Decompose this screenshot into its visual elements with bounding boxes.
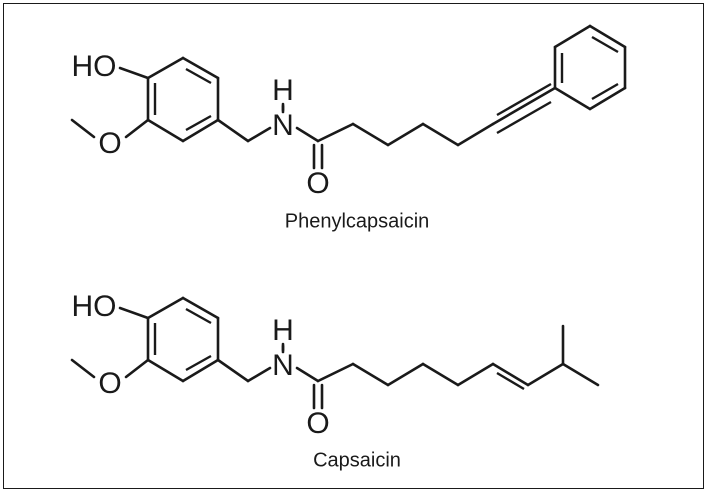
vanillyl-ring bbox=[146, 56, 220, 143]
chain-bond-1 bbox=[316, 362, 355, 383]
alkyne-line-lower bbox=[496, 100, 552, 135]
methoxy-methyl-bond bbox=[70, 118, 96, 139]
ring-bond-1 bbox=[146, 296, 185, 320]
methoxy-methyl-bond bbox=[70, 358, 96, 379]
ring-bond-4 bbox=[181, 118, 220, 143]
amide-hydrogen-label: H bbox=[272, 314, 294, 347]
carbonyl-oxygen-label: O bbox=[306, 167, 329, 200]
phenyl-bond-3 bbox=[588, 24, 627, 49]
chain-bond-1 bbox=[316, 122, 355, 143]
chain-bond-2 bbox=[351, 122, 390, 147]
chain-bond-4 bbox=[421, 122, 460, 147]
phenyl-aromatic-line-top-right bbox=[591, 35, 619, 54]
phenyl-bond-2 bbox=[553, 24, 592, 49]
benzyl-to-nitrogen-bond bbox=[246, 126, 272, 143]
hydroxyl-label: HO bbox=[72, 290, 117, 323]
ring-bond-4 bbox=[181, 358, 220, 383]
chain-bond-4 bbox=[421, 362, 460, 387]
alkyne-triple-bond bbox=[491, 82, 557, 135]
alkene-line-outer bbox=[491, 362, 530, 387]
chain-bond-3 bbox=[386, 362, 425, 387]
amide-hydrogen-label: H bbox=[272, 74, 294, 107]
terminal-phenyl-ring bbox=[553, 24, 627, 111]
chain-bond-5 bbox=[456, 122, 495, 147]
amide-nitrogen-label: N bbox=[272, 349, 294, 382]
phenyl-bond-6 bbox=[553, 86, 592, 111]
hydroxyl-bond bbox=[118, 306, 150, 320]
methoxy-ring-bond bbox=[124, 118, 150, 139]
ring-bond-5 bbox=[146, 118, 185, 143]
ring-bond-5 bbox=[146, 358, 185, 383]
benzylic-bond bbox=[216, 118, 250, 143]
structure-phenylcapsaicin: HO O N H O Phenylcapsaicin bbox=[70, 24, 627, 232]
alkyne-line-center bbox=[491, 86, 557, 126]
hydroxyl-label: HO bbox=[72, 50, 117, 83]
ring-aromatic-line-bottom-right bbox=[185, 354, 212, 372]
chain-bond-2 bbox=[351, 362, 390, 387]
ring-bond-1 bbox=[146, 56, 185, 80]
ring-aromatic-line-top-right bbox=[185, 67, 212, 85]
amide-nitrogen-label: N bbox=[272, 109, 294, 142]
ring-aromatic-line-top-right bbox=[185, 307, 212, 325]
vanillyl-ring bbox=[146, 296, 220, 383]
ring-aromatic-line-bottom-right bbox=[185, 114, 212, 132]
ring-bond-2 bbox=[181, 56, 220, 80]
chain-to-isopropyl-bond bbox=[526, 362, 565, 387]
nitrogen-carbonyl-bond bbox=[295, 366, 320, 383]
nitrogen-carbonyl-bond bbox=[295, 126, 320, 143]
structure-caption-capsaicin: Capsaicin bbox=[313, 449, 401, 471]
hydroxyl-bond bbox=[118, 66, 150, 80]
structure-caption-phenylcapsaicin: Phenylcapsaicin bbox=[285, 210, 430, 232]
ring-bond-2 bbox=[181, 296, 220, 320]
structure-capsaicin: HO O N H O Capsaicin bbox=[70, 290, 600, 471]
chain-bond-5 bbox=[456, 362, 495, 387]
carbonyl-oxygen-label: O bbox=[306, 407, 329, 440]
phenyl-bond-5 bbox=[588, 86, 627, 111]
phenyl-aromatic-line-bottom-right bbox=[591, 82, 619, 101]
methoxy-oxygen-label: O bbox=[98, 127, 121, 160]
chain-bond-3 bbox=[386, 122, 425, 147]
isopropyl-methyl-down-bond bbox=[561, 362, 600, 387]
benzylic-bond bbox=[216, 358, 250, 383]
alkene-line-inner bbox=[496, 371, 525, 391]
alkyne-line-upper bbox=[496, 82, 552, 117]
alkene-double-bond bbox=[491, 362, 530, 391]
benzyl-to-nitrogen-bond bbox=[246, 366, 272, 383]
methoxy-oxygen-label: O bbox=[98, 367, 121, 400]
methoxy-ring-bond bbox=[124, 358, 150, 379]
